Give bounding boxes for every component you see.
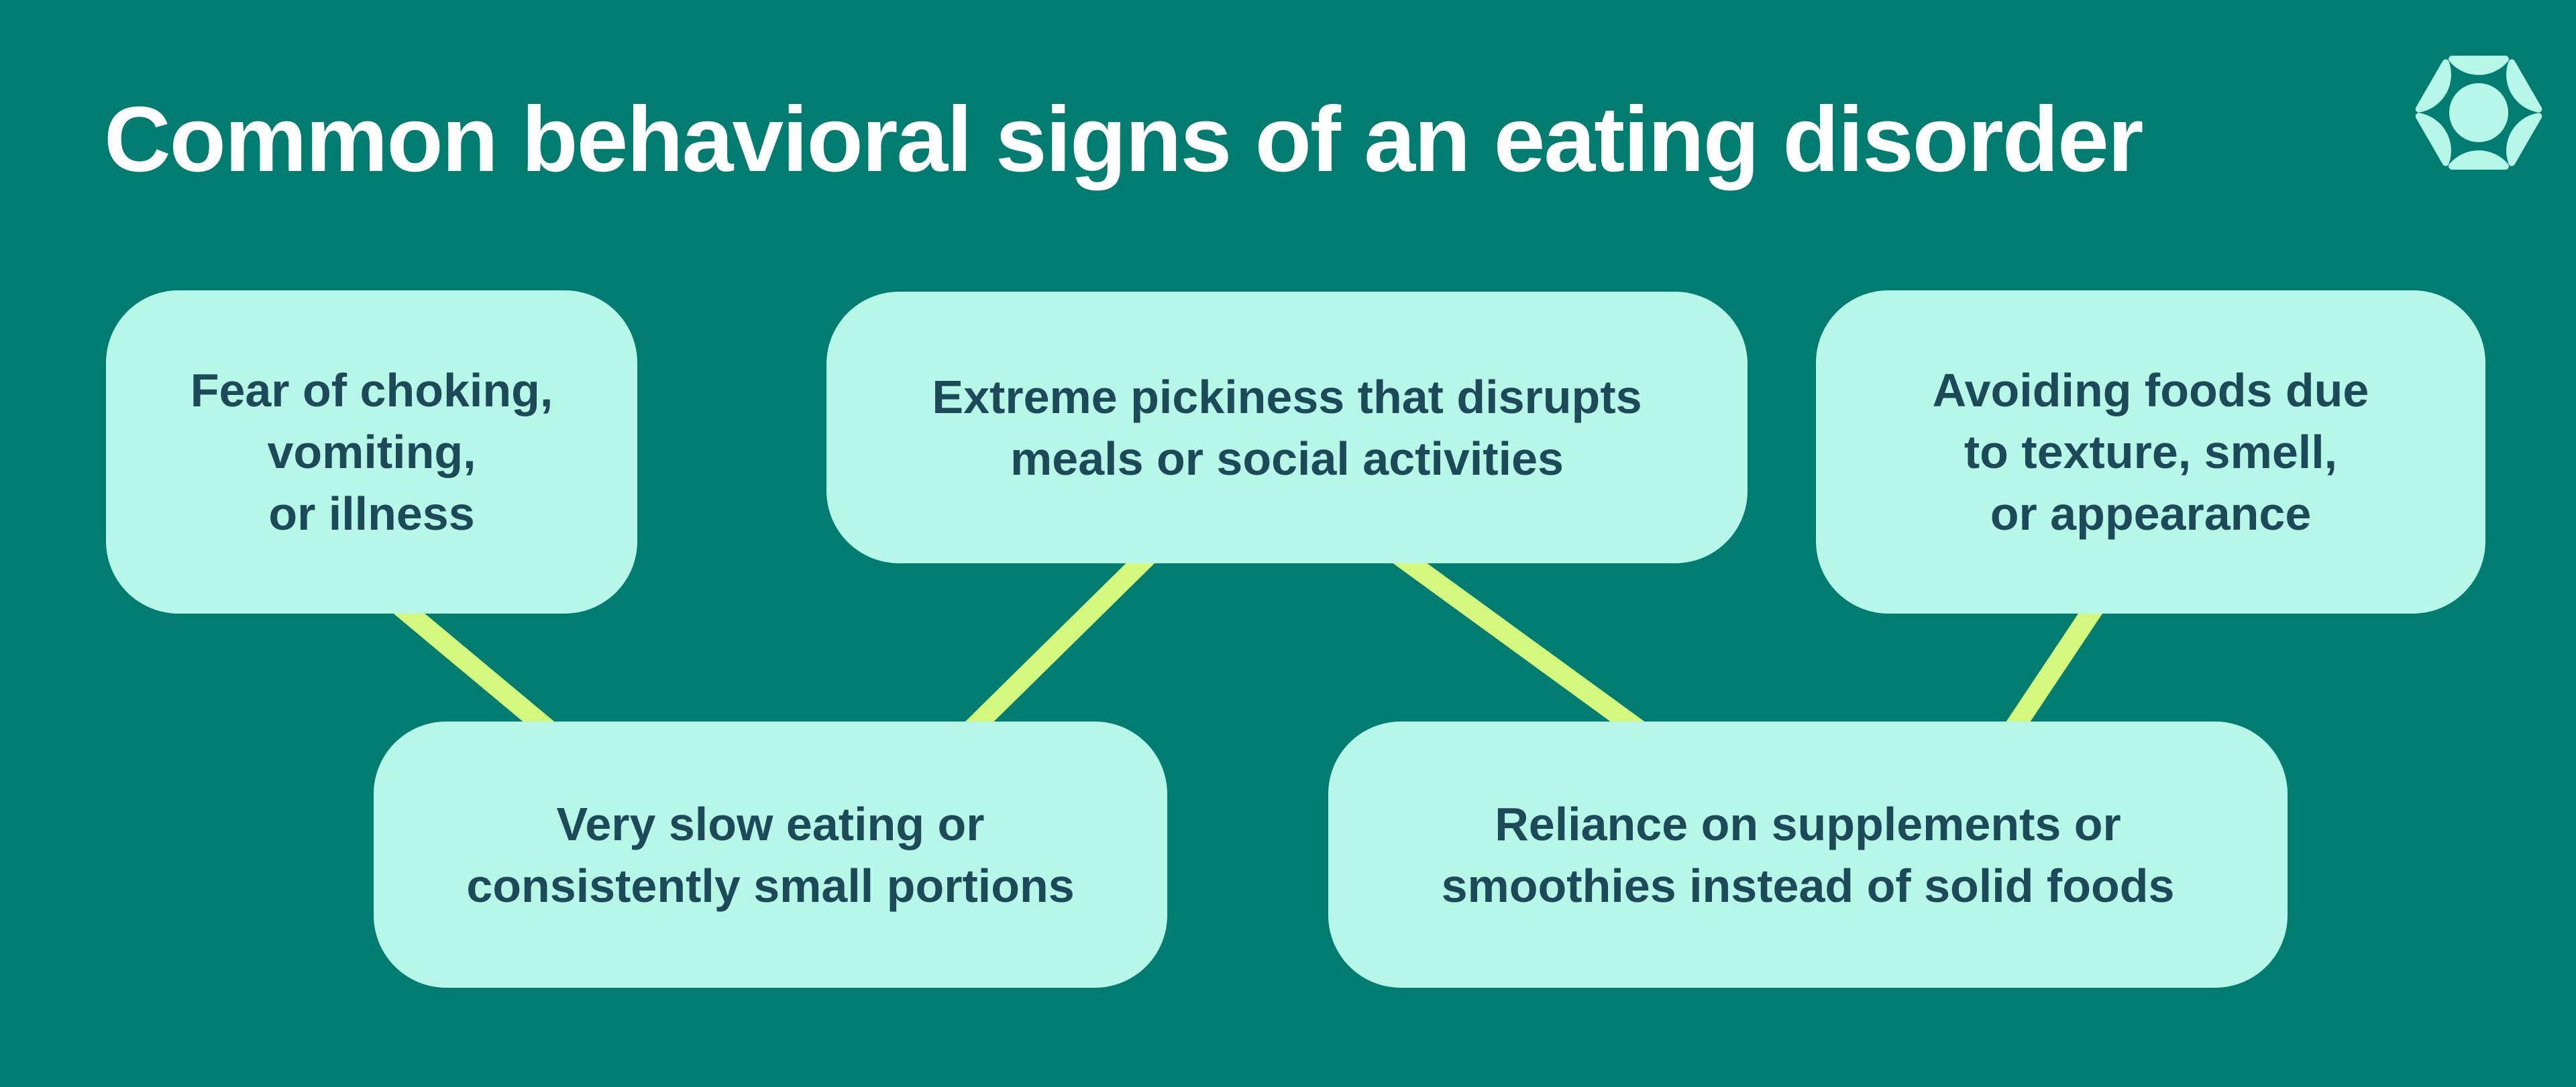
sign-text-line: vomiting, bbox=[267, 426, 476, 478]
page-title: Common behavioral signs of an eating dis… bbox=[104, 88, 2144, 191]
sign-text-line: Extreme pickiness that disrupts bbox=[932, 370, 1642, 423]
connector-line bbox=[382, 589, 558, 740]
sign-text: Extreme pickiness that disrupts meals or … bbox=[932, 366, 1642, 490]
sign-box-reliance-supplements: Reliance on supplements or smoothies inst… bbox=[1328, 722, 2288, 988]
logo-center-dot bbox=[2449, 83, 2508, 142]
sign-text-line: consistently small portions bbox=[466, 859, 1075, 912]
connector-line bbox=[961, 545, 1159, 740]
sign-text-line: Very slow eating or bbox=[556, 797, 985, 850]
sign-text-line: smoothies instead of solid foods bbox=[1441, 859, 2175, 912]
sign-text-line: to texture, smell, bbox=[1964, 426, 2338, 478]
sign-box-extreme-pickiness: Extreme pickiness that disrupts meals or … bbox=[826, 292, 1748, 563]
sign-text-line: Reliance on supplements or bbox=[1495, 797, 2121, 850]
sign-text-line: or appearance bbox=[1990, 488, 2312, 540]
sign-text-line: or illness bbox=[268, 488, 475, 540]
sign-text: Reliance on supplements or smoothies inst… bbox=[1442, 793, 2175, 917]
sign-text: Avoiding foods due to texture, smell, or a… bbox=[1933, 359, 2369, 545]
sign-text: Fear of choking, vomiting, or illness bbox=[191, 359, 553, 545]
sign-text: Very slow eating or consistently small po… bbox=[466, 793, 1074, 917]
connector-line bbox=[1389, 544, 1648, 741]
brand-logo-icon bbox=[2415, 56, 2542, 170]
sign-text-line: Avoiding foods due bbox=[1932, 364, 2369, 416]
sign-box-fear-of-choking: Fear of choking, vomiting, or illness bbox=[106, 290, 637, 614]
connector-line bbox=[2002, 593, 2108, 738]
sign-text-line: Fear of choking, bbox=[190, 364, 553, 416]
sign-box-avoiding-foods: Avoiding foods due to texture, smell, or a… bbox=[1816, 290, 2485, 614]
sign-box-slow-eating: Very slow eating or consistently small po… bbox=[374, 722, 1167, 988]
sign-text-line: meals or social activities bbox=[1010, 432, 1564, 485]
